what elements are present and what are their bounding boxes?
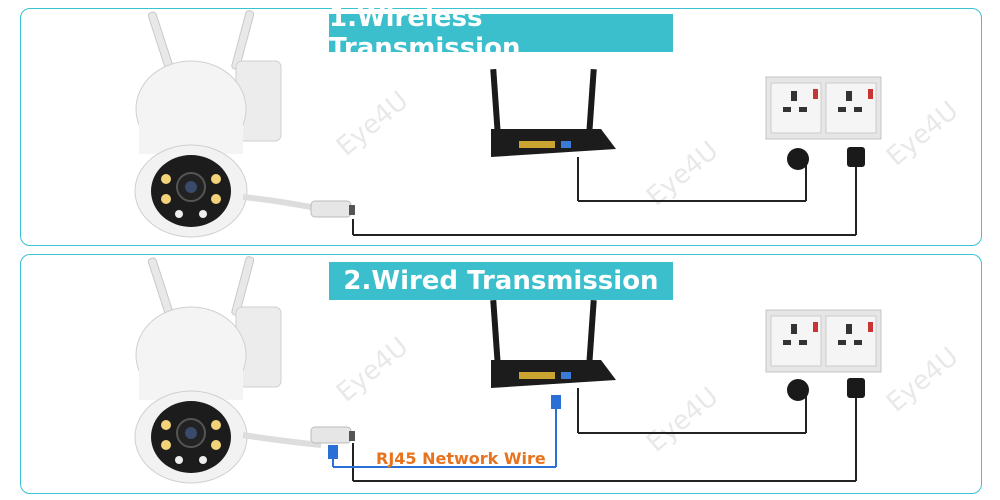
camera-cable: [242, 159, 857, 236]
power-adapter-icon: [787, 147, 865, 170]
wall-socket-icon: [765, 76, 882, 140]
ptz-camera-icon: [134, 256, 282, 484]
wifi-router-icon: [490, 299, 807, 434]
ptz-camera-icon: [134, 10, 282, 238]
wired-diagram: [134, 256, 882, 484]
rj45-connector-icon: [551, 395, 561, 409]
wired-title: 2.Wired Transmission: [329, 262, 673, 300]
wall-socket-icon: [765, 309, 882, 373]
wireless-transmission-panel: 1.Wireless Transmission Eye4U Eye4U Eye4…: [20, 3, 982, 246]
wired-transmission-panel: 2.Wired Transmission Eye4U Eye4U Eye4U: [20, 254, 982, 494]
rj45-connector-icon: [328, 445, 338, 459]
rj45-network-wire: [328, 395, 561, 468]
wireless-diagram: [134, 10, 882, 238]
rj45-network-wire-label: RJ45 Network Wire: [376, 449, 546, 468]
wireless-title: 1.Wireless Transmission: [329, 3, 673, 63]
power-adapter-icon: [787, 378, 865, 401]
camera-cable: [242, 395, 857, 482]
wifi-router-icon: [490, 68, 807, 202]
